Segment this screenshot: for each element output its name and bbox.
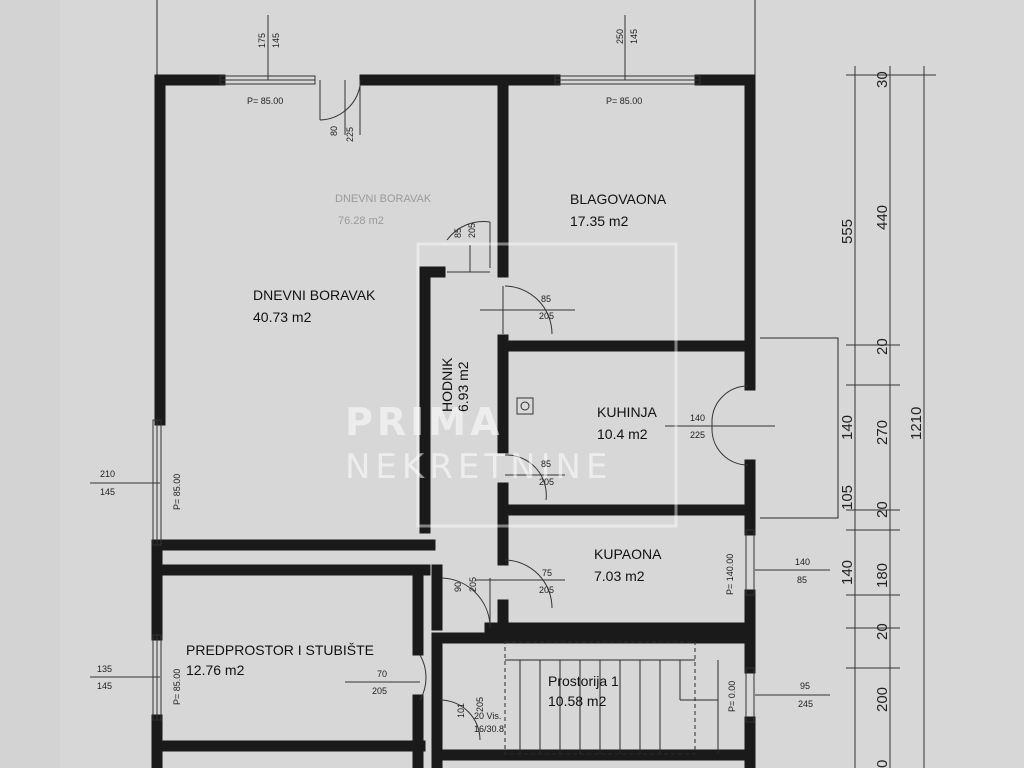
window-w-top-right: 250 xyxy=(615,29,625,44)
room-name-kuhinja: KUHINJA xyxy=(597,404,658,420)
door-w-main-top: 80 xyxy=(329,126,339,136)
dim-140a: 140 xyxy=(839,415,856,440)
door-w-predprostor: 70 xyxy=(377,669,387,679)
room-name-blagovaona: BLAGOVAONA xyxy=(570,191,667,207)
window-w-top-left: 175 xyxy=(257,33,267,48)
window-sill-right-bath: P= 140.00 xyxy=(725,554,735,595)
room-name-hodnik: HODNIK xyxy=(439,357,455,412)
kitchen-outline xyxy=(760,337,839,519)
window-sill-top-right: P= 85.00 xyxy=(606,96,642,106)
window-h-right-bath: 85 xyxy=(797,575,807,585)
dim-200: 200 xyxy=(874,687,891,712)
window-h-left-living: 145 xyxy=(100,487,115,497)
room-name-prostorija: Prostorija 1 xyxy=(548,673,619,689)
sink-icon xyxy=(516,397,534,415)
door-hodnik-top xyxy=(446,221,491,273)
window-top-right xyxy=(554,75,701,85)
room-name-dnevni-boravak: DNEVNI BORAVAK xyxy=(253,287,376,303)
dim-20a: 20 xyxy=(874,338,891,355)
room-area-kupaona: 7.03 m2 xyxy=(594,568,645,584)
window-right-bath xyxy=(745,529,755,596)
door-hodnik-low xyxy=(441,577,491,628)
door-h-main-top: 225 xyxy=(345,127,355,142)
window-w-left-living: 210 xyxy=(100,469,115,479)
outer-walls xyxy=(151,74,756,768)
room-area-prostorija: 10.58 m2 xyxy=(548,693,607,709)
watermark-line1: PRIMA xyxy=(345,400,503,444)
door-h-hodnik-low: 205 xyxy=(468,577,478,592)
ghost-room-text: DNEVNI BORAVAK xyxy=(335,193,432,205)
dim-140b: 140 xyxy=(839,560,856,585)
dim-270: 270 xyxy=(874,420,891,445)
stair-spec: 16/30.8 xyxy=(474,724,504,734)
dim-440: 440 xyxy=(874,205,891,230)
room-name-predprostor: PREDPROSTOR I STUBIŠTE xyxy=(186,642,374,658)
door-h-kuhinja: 205 xyxy=(539,477,554,487)
window-sill-left-entry: P= 85.00 xyxy=(172,669,182,705)
door-kuhinja-ext xyxy=(711,385,749,466)
window-h-top-left: 145 xyxy=(271,33,281,48)
stair xyxy=(504,641,719,755)
room-area-predprostor: 12.76 m2 xyxy=(186,662,245,678)
dim-105: 105 xyxy=(839,485,856,510)
window-h-top-right: 145 xyxy=(629,29,639,44)
window-w-right-room: 95 xyxy=(800,681,810,691)
door-w-hodnik-low: 90 xyxy=(453,582,463,592)
window-h-left-entry: 145 xyxy=(97,681,112,691)
door-h-predprostor: 205 xyxy=(372,686,387,696)
watermark: PRIMA NEKRETNINE xyxy=(345,242,678,528)
stair-note: 20 Vis. xyxy=(474,711,501,721)
window-h-right-room: 245 xyxy=(798,699,813,709)
dim-30: 30 xyxy=(874,71,891,88)
door-w-stair: 101 xyxy=(456,703,466,718)
room-name-kupaona: KUPAONA xyxy=(594,546,662,562)
window-leaders xyxy=(90,15,830,696)
dimension-lines xyxy=(846,66,936,768)
interior-walls xyxy=(154,84,756,768)
door-kuhinja xyxy=(504,454,547,501)
door-w-hodnik-top: 85 xyxy=(453,228,463,238)
door-kupaona xyxy=(504,559,553,609)
window-w-right-bath: 140 xyxy=(795,557,810,567)
dim-20b: 20 xyxy=(874,501,891,518)
dim-1210: 1210 xyxy=(908,407,925,440)
ghost-area-text: 76.28 m2 xyxy=(338,215,384,227)
door-w-kuhinja-ext: 140 xyxy=(690,413,705,423)
room-area-dnevni-boravak: 40.73 m2 xyxy=(253,309,312,325)
door-w-kupaona: 75 xyxy=(542,568,552,578)
window-right-room xyxy=(745,667,755,723)
door-main-top xyxy=(319,80,361,135)
dim-180: 180 xyxy=(874,563,891,588)
door-w-kuhinja: 85 xyxy=(541,459,551,469)
door-h-kupaona: 205 xyxy=(539,585,554,595)
room-area-kuhinja: 10.4 m2 xyxy=(597,426,648,442)
door-predprostor xyxy=(419,654,427,701)
door-h-hodnik-top: 205 xyxy=(467,223,477,238)
door-w-blagovaona: 85 xyxy=(541,294,551,304)
window-w-left-entry: 135 xyxy=(97,664,112,674)
dim-20c: 20 xyxy=(874,623,891,640)
door-stair xyxy=(439,699,481,741)
door-h-blagovaona: 205 xyxy=(539,311,554,321)
room-area-blagovaona: 17.35 m2 xyxy=(570,213,629,229)
door-h-stair: 205 xyxy=(475,697,485,712)
window-sill-top-left: P= 85.00 xyxy=(247,96,283,106)
door-h-kuhinja-ext: 225 xyxy=(690,430,705,440)
room-area-hodnik: 6.93 m2 xyxy=(455,361,471,412)
window-sill-right-room: P= 0.00 xyxy=(727,681,737,712)
watermark-line2: NEKRETNINE xyxy=(345,447,612,487)
dim-555: 555 xyxy=(839,219,856,244)
paper-shadow xyxy=(0,0,60,768)
dim-0: 0 xyxy=(874,760,891,768)
window-sill-left-living: P= 85.00 xyxy=(172,474,182,510)
